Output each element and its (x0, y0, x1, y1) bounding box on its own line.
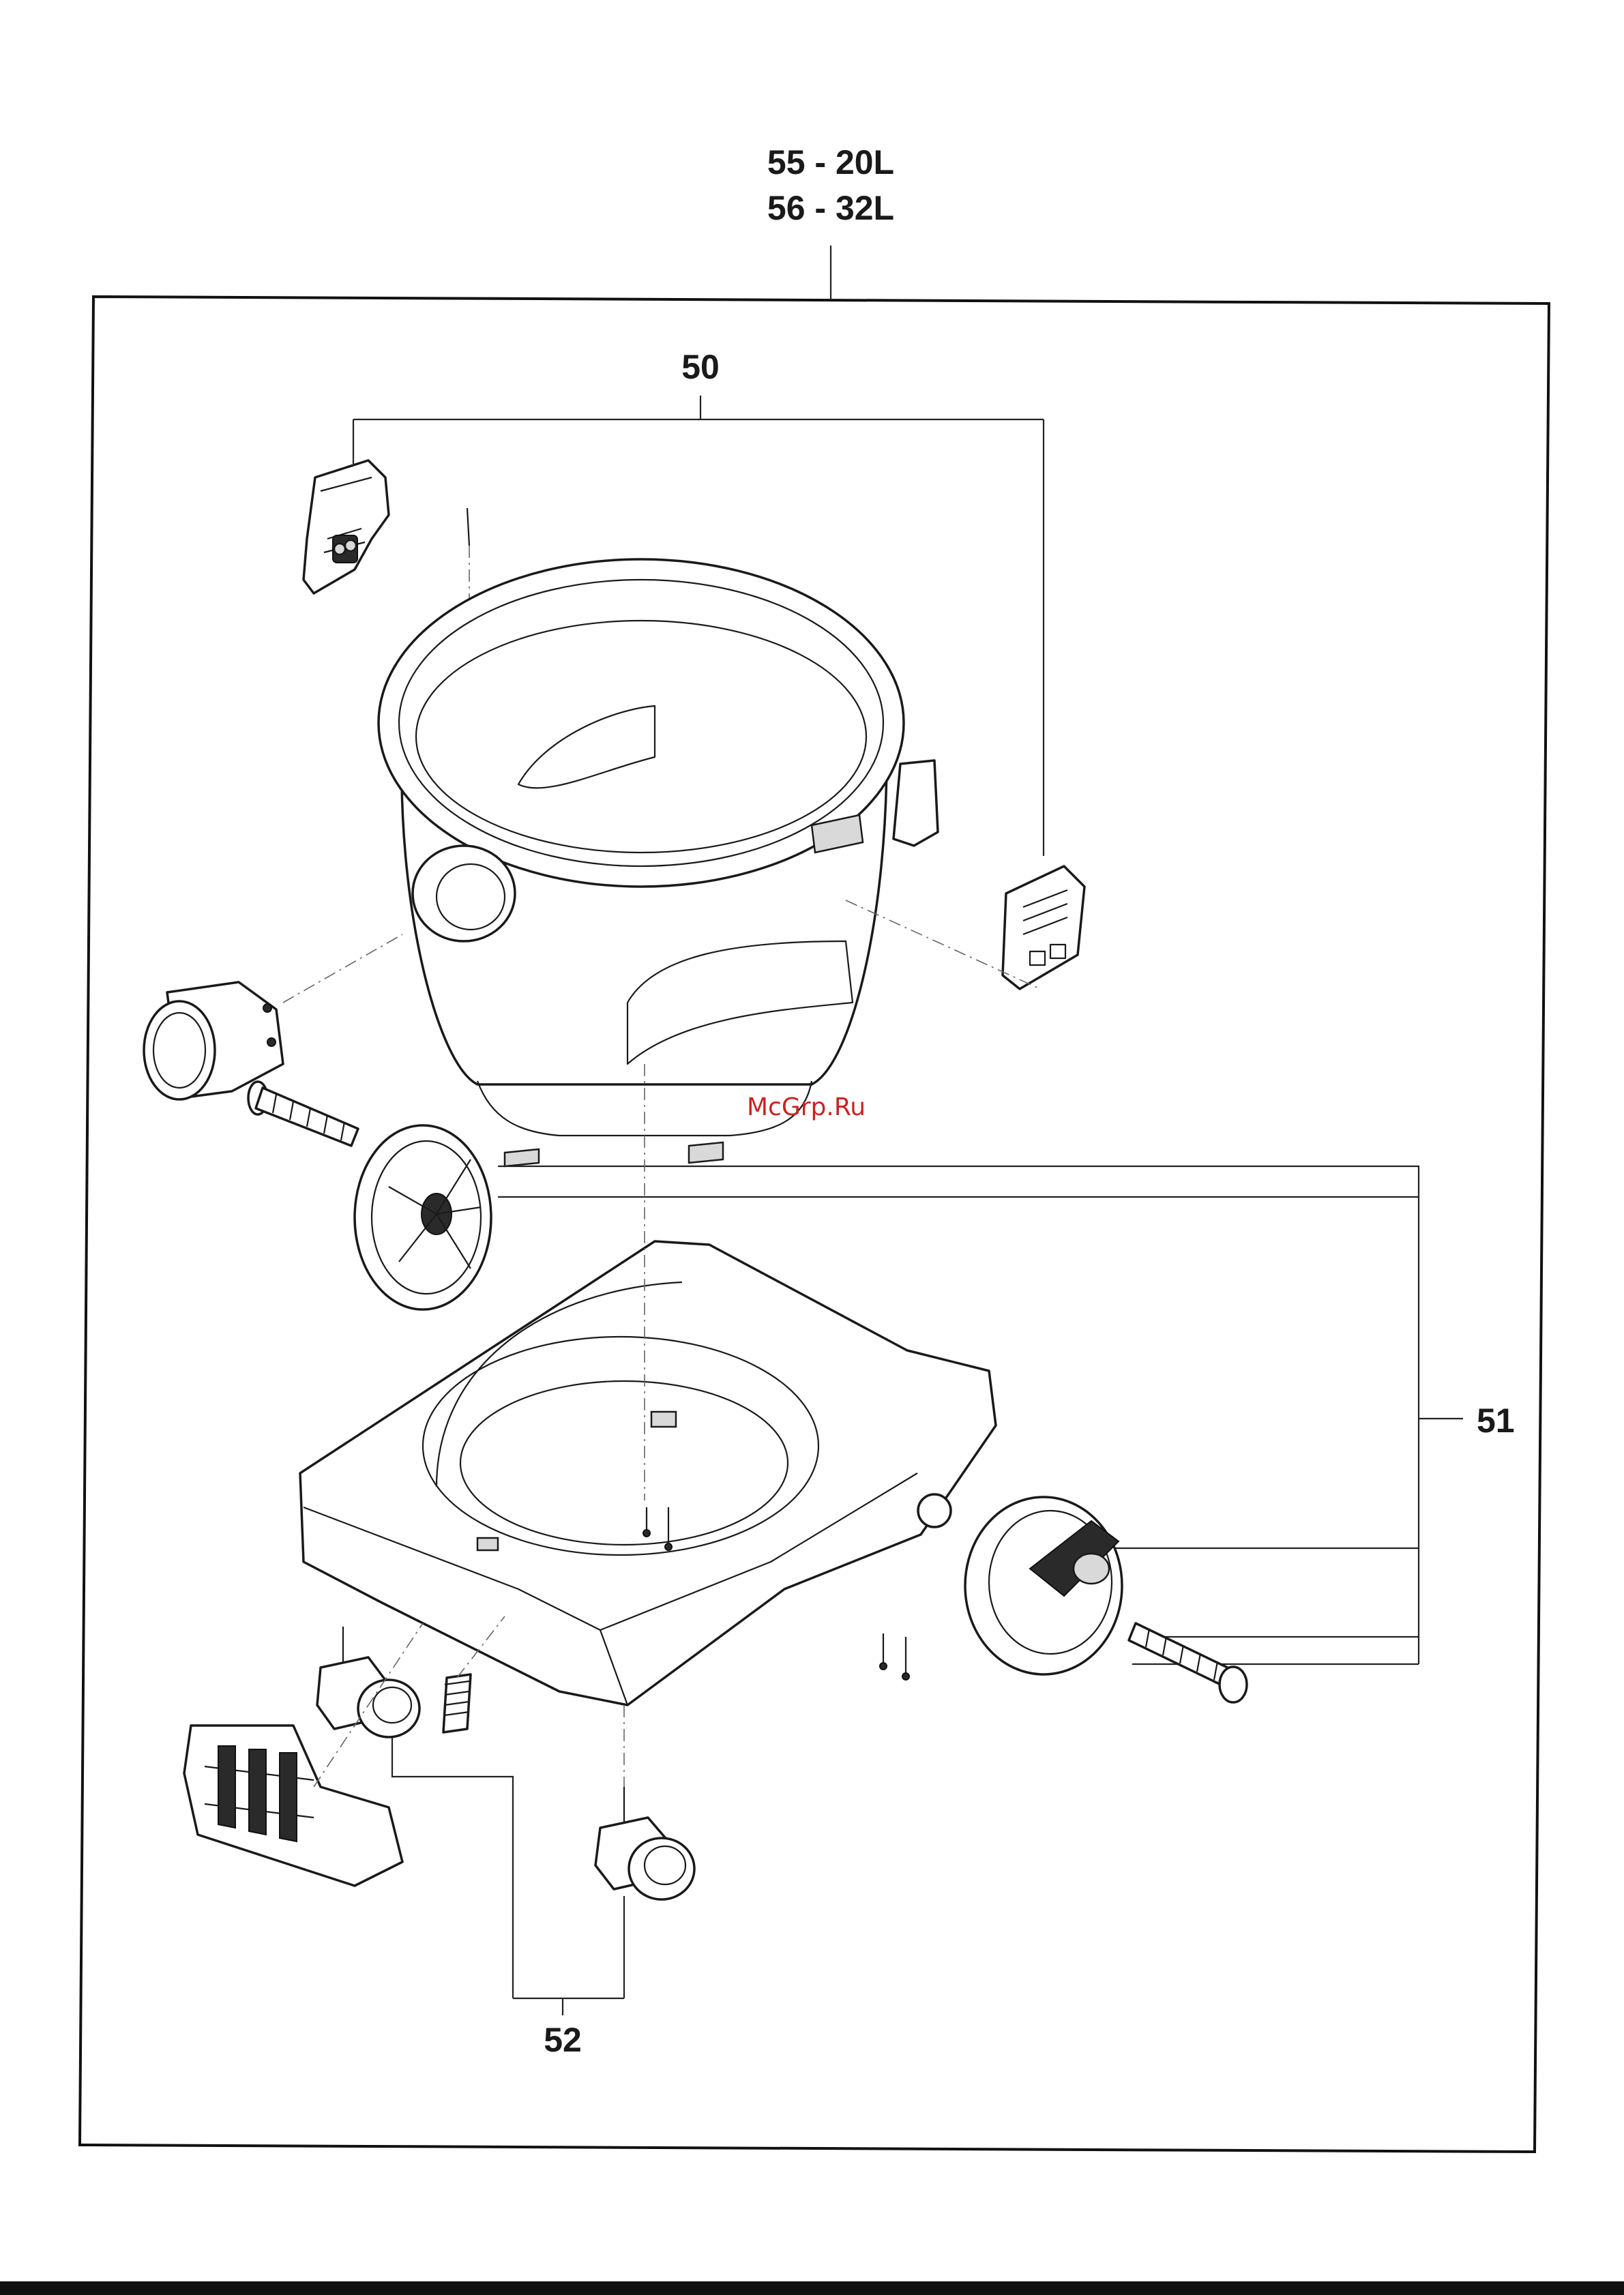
right-wheel-axle (1129, 1623, 1247, 1702)
right-wheel (965, 1497, 1122, 1674)
assembly-frame (80, 297, 1549, 2152)
left-wheel (355, 1125, 491, 1309)
collection-tank (379, 559, 938, 1166)
caster-spring (443, 1674, 471, 1732)
left-latch-clip (304, 460, 389, 593)
watermark-text: McGrp.Ru (747, 1093, 866, 1121)
callout-tank: 50 (681, 348, 720, 386)
base-dolly (300, 1241, 996, 1705)
left-caster (317, 1627, 419, 1737)
casters-leader-bracket (392, 1732, 624, 2015)
right-caster (595, 1787, 694, 1899)
right-latch-clip (1003, 866, 1084, 989)
inlet-nozzle-cap (144, 982, 283, 1099)
assembly-callout-32l: 56 - 32L (767, 189, 894, 227)
callout-casters: 52 (544, 2021, 582, 2059)
assembly-callout-20l: 55 - 20L (767, 143, 894, 181)
callout-wheels: 51 (1477, 1402, 1515, 1440)
page-bottom-strip (0, 2281, 1624, 2295)
left-wheel-axle (248, 1082, 358, 1146)
brake-pedal (184, 1726, 402, 1886)
nozzle-axis (283, 934, 402, 1003)
latch-pin (467, 508, 469, 546)
